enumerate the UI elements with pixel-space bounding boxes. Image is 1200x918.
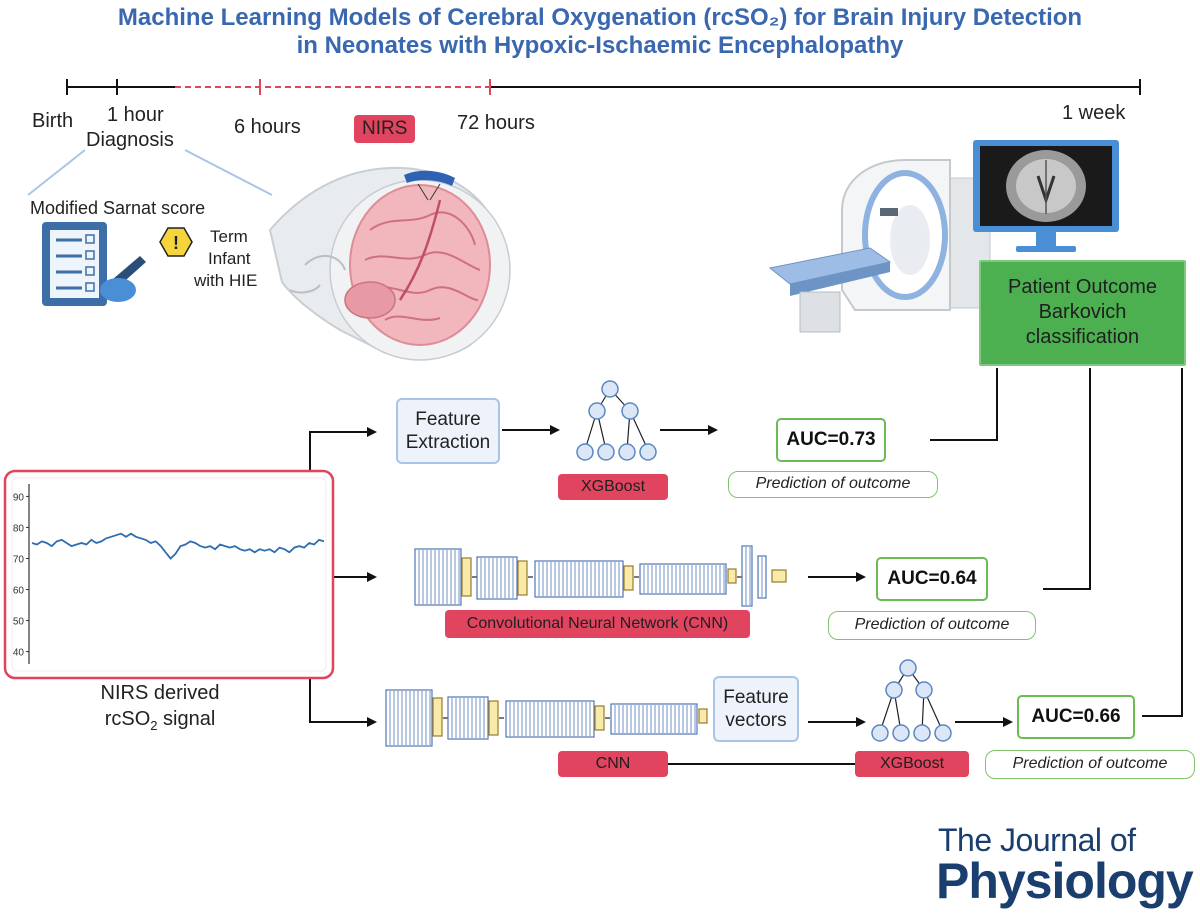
- timeline-label-72-hours: 72 hours: [457, 112, 535, 134]
- signal-y-tick-label: 90: [13, 492, 25, 503]
- warning-icon: !: [159, 227, 193, 257]
- outcome-line-1: Patient Outcome: [1008, 276, 1157, 298]
- nirs-badge: NIRS: [354, 115, 416, 143]
- xgboost-label-1: XGBoost: [558, 474, 668, 500]
- signal-label-prefix: rcSO: [104, 708, 151, 730]
- feature-extraction-line-1: Feature: [415, 409, 481, 430]
- xgboost-tree-icon-1: [576, 380, 657, 461]
- cnn-pool-block: [623, 565, 634, 591]
- timeline-label-1-week: 1 week: [1062, 102, 1126, 124]
- feature-extraction-box: Feature Extraction: [396, 398, 500, 464]
- title-line-2: in Neonates with Hypoxic-Ischaemic Encep…: [296, 32, 904, 59]
- outcome-line-2: Barkovich: [1038, 301, 1127, 323]
- outcome-line-3: classification: [1025, 326, 1140, 348]
- prediction-label-2: Prediction of outcome: [828, 611, 1036, 640]
- auc-box-2: AUC=0.64: [876, 557, 988, 601]
- signal-y-tick-label: 40: [13, 648, 25, 659]
- cnn-conv-block: [639, 563, 727, 595]
- feature-extraction-line-2: Extraction: [405, 432, 491, 453]
- term-line-1: Term: [210, 227, 248, 246]
- cnn-conv-block: [610, 703, 698, 735]
- feature-vectors-line-1: Feature: [723, 687, 789, 708]
- term-line-2: Infant: [208, 249, 251, 268]
- journal-logo-line-1: The Journal of: [938, 822, 1136, 858]
- sarnat-title: Modified Sarnat score: [30, 198, 206, 218]
- timeline-label-birth: Birth: [32, 110, 74, 132]
- journal-logo-line-2: Physiology: [936, 853, 1194, 909]
- xgboost-tree-icon-2: [871, 659, 952, 742]
- timeline: [66, 79, 1141, 95]
- title-line-1: Machine Learning Models of Cerebral Oxyg…: [117, 4, 1083, 31]
- timeline-label-6-hours: 6 hours: [234, 116, 301, 138]
- cnn-conv-block: [385, 689, 433, 747]
- xgboost-label-2: XGBoost: [855, 751, 969, 777]
- prediction-label-3: Prediction of outcome: [985, 750, 1195, 779]
- cnn-pool-block: [517, 560, 528, 596]
- cnn-pool-block: [461, 557, 472, 597]
- auc-box-1: AUC=0.73: [776, 418, 886, 462]
- signal-label-subscript: 2: [150, 718, 158, 733]
- cnn-pool-block: [488, 700, 499, 736]
- mri-scanner-illustration: [768, 159, 991, 333]
- timeline-label-diagnosis: Diagnosis: [86, 129, 174, 151]
- signal-chart: 90 80 70 60 50 40: [3, 469, 335, 680]
- term-infant-text: Term Infant with HIE: [194, 226, 276, 292]
- svg-text:!: !: [173, 233, 179, 253]
- cnn-layer-icons: [385, 545, 787, 747]
- signal-y-tick-label: 80: [13, 523, 25, 534]
- cnn-conv-block: [414, 548, 462, 606]
- signal-label-suffix: signal: [157, 708, 216, 730]
- cnn-full-label: Convolutional Neural Network (CNN): [445, 610, 750, 638]
- signal-series-line: [31, 532, 325, 560]
- infant-head-illustration: [268, 166, 511, 361]
- signal-label-line-2: rcSO2 signal: [60, 706, 260, 739]
- cnn-pool-block: [727, 568, 737, 584]
- patient-outcome-box: Patient Outcome Barkovich classification: [979, 260, 1186, 366]
- monitor-illustration: [973, 140, 1119, 252]
- auc-box-3: AUC=0.66: [1017, 695, 1135, 739]
- prediction-label-1: Prediction of outcome: [728, 471, 938, 498]
- term-line-3: with HIE: [194, 271, 258, 290]
- cnn-conv-block: [741, 545, 753, 607]
- cnn-pool-block: [771, 569, 787, 583]
- feature-vectors-line-2: vectors: [725, 710, 787, 731]
- signal-label-line-1: NIRS derived: [100, 682, 220, 704]
- clipboard-icon: [42, 222, 146, 306]
- cnn-pool-block: [698, 708, 708, 724]
- signal-label: NIRS derived rcSO2 signal: [60, 680, 260, 739]
- signal-y-tick-label: 70: [13, 554, 25, 565]
- signal-y-tick-label: 60: [13, 586, 25, 597]
- timeline-label-1-hour: 1 hour: [107, 104, 164, 126]
- cnn-short-label: CNN: [558, 751, 668, 777]
- signal-y-tick-label: 50: [13, 617, 25, 628]
- cnn-pool-block: [594, 705, 605, 731]
- cnn-pool-block: [432, 697, 443, 737]
- feature-vectors-box: Feature vectors: [713, 676, 799, 742]
